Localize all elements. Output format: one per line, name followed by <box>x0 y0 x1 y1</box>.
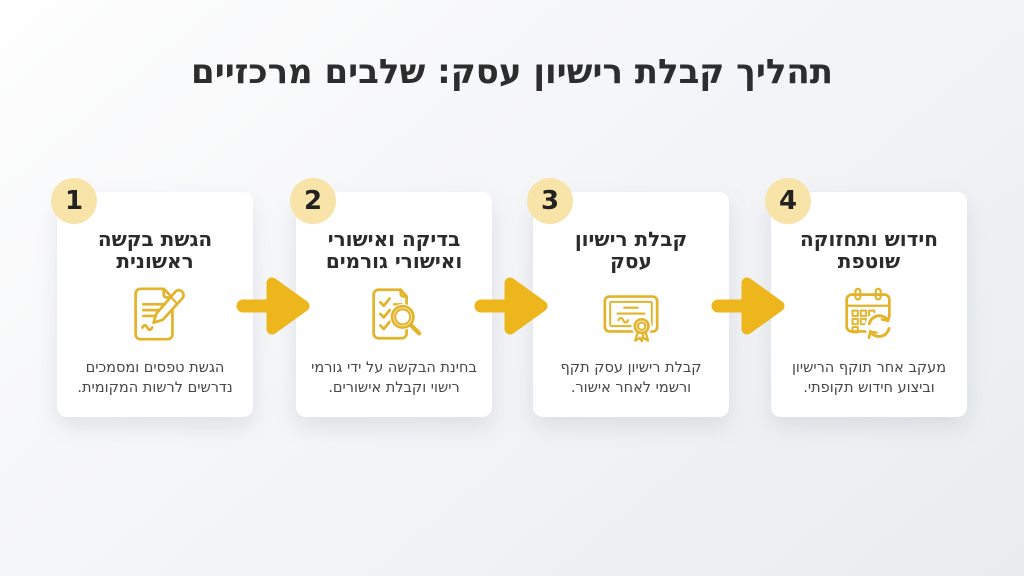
step-description: הגשת טפסים ומסמכים נדרשים לרשות המקומית. <box>77 360 233 396</box>
step-description: קבלת רישיון עסק תקף ורשמי לאחר אישור. <box>560 360 702 396</box>
step-number-badge: 2 <box>290 178 336 224</box>
document-pen-icon <box>120 282 190 346</box>
arrow-right-icon <box>474 277 548 335</box>
arrow-right-icon <box>236 277 310 335</box>
step-title: הגשת בקשה ראשונית <box>97 227 213 274</box>
step-card-1: 1 הגשת בקשה ראשונית הגשת טפסים ומסמכים נ… <box>51 178 253 417</box>
step-title: קבלת רישיון עסק <box>574 227 688 274</box>
certificate-ribbon-icon <box>596 282 666 346</box>
step-number-badge: 4 <box>765 178 811 224</box>
step-title: בדיקה ואישורי ואישורי גורמים <box>325 227 463 274</box>
step-card-2: 2 בדיקה ואישורי ואישורי גורמים בחינת הבק… <box>290 178 492 417</box>
arrow-right-icon <box>711 277 785 335</box>
step-card-4: 4 חידוש ותחזוקה שוטפת <box>765 178 967 417</box>
step-description: מעקב אחר תוקף הרישיון וביצוע חידוש תקופת… <box>791 360 947 396</box>
checklist-magnifier-icon <box>359 282 429 346</box>
step-card-3: 3 קבלת רישיון עסק קבלת רישיון עסק תקף ור… <box>527 178 729 417</box>
step-title: חידוש ותחזוקה שוטפת <box>800 227 938 274</box>
step-number-badge: 1 <box>51 178 97 224</box>
step-description: בחינת הבקשה על ידי גורמי רישוי וקבלת איש… <box>311 360 477 396</box>
calendar-refresh-icon <box>834 282 904 346</box>
page-title: תהליך קבלת רישיון עסק: שלבים מרכזיים <box>191 52 833 92</box>
step-number-badge: 3 <box>527 178 573 224</box>
